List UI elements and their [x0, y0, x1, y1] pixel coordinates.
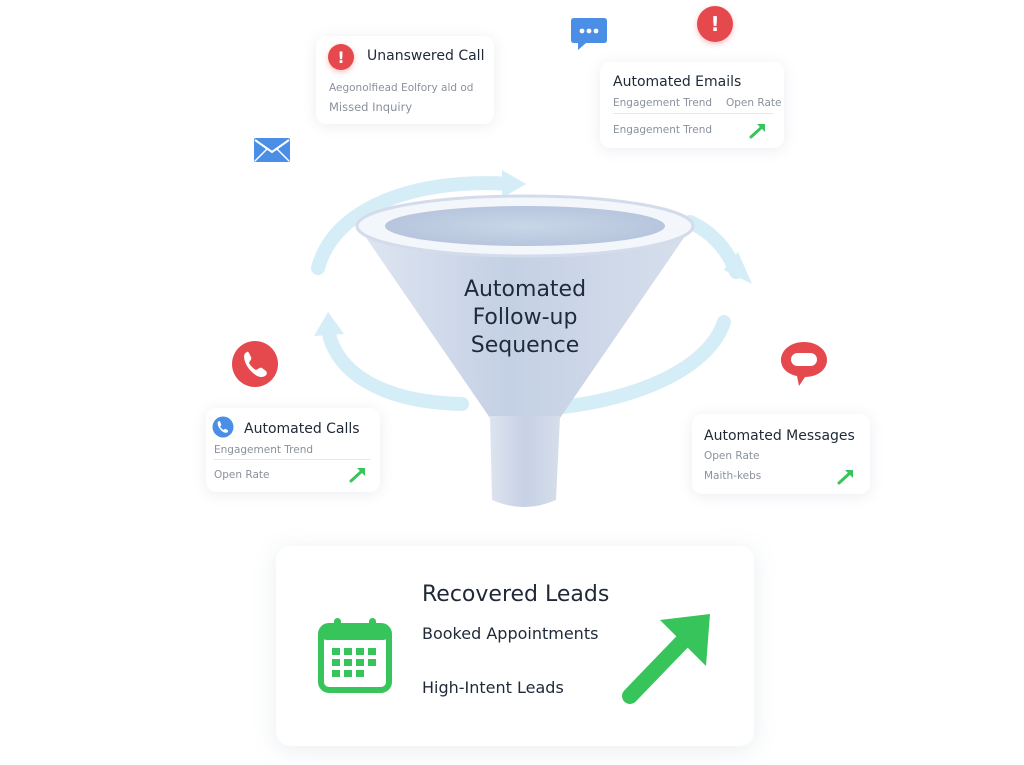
card-subtext: Aegonolfiead Eolfory ald od: [329, 82, 474, 94]
trend-up-arrow-icon: [837, 470, 853, 485]
message-bubble-icon: [781, 342, 827, 386]
automated-emails-card: Automated Emails Engagement Trend Open R…: [600, 62, 784, 148]
cycle-arrowhead-right-top: [724, 252, 752, 284]
funnel-cone: [358, 226, 692, 418]
exclamation-icon: !: [697, 6, 733, 42]
funnel-label-line3: Sequence: [470, 333, 580, 358]
phone-icon: [212, 416, 234, 438]
card-subtext: Engagement Trend: [613, 124, 713, 136]
cycle-arrow-top: [311, 176, 517, 275]
card-subtext: Open Rate: [214, 469, 270, 481]
trend-up-arrow-icon: [749, 124, 765, 139]
phone-icon: [232, 341, 278, 387]
calendar-icon: [318, 618, 392, 693]
automated-messages-card: Automated Messages Open Rate Maith-kebs: [692, 414, 870, 494]
card-divider: [613, 113, 773, 114]
cycle-arrowhead-left: [314, 312, 344, 336]
recovered-leads-card: Recovered Leads Booked Appointments High…: [276, 546, 754, 746]
funnel-label-line2: Follow-up: [472, 305, 578, 330]
funnel-opening: [385, 206, 665, 246]
result-item-high-intent-leads: High-Intent Leads: [422, 678, 564, 697]
unanswered-call-card: ! Unanswered Call Aegonolfiead Eolfory a…: [316, 36, 494, 124]
cycle-arrow-left: [321, 323, 469, 411]
funnel-stem: [490, 416, 560, 507]
result-item-booked-appointments: Booked Appointments: [422, 624, 599, 643]
cycle-arrows: [311, 176, 743, 417]
trend-up-arrow-icon: [349, 468, 365, 483]
card-subtext: Open Rate: [704, 450, 760, 462]
cycle-arrowhead-top: [502, 170, 526, 198]
funnel-label-line1: Automated: [463, 277, 587, 302]
automated-calls-card: Automated Calls Engagement Trend Open Ra…: [206, 408, 380, 492]
exclamation-icon: !: [328, 44, 354, 70]
trend-up-arrow-icon: [622, 614, 710, 704]
card-subtext: Engagement Trend: [214, 444, 314, 456]
card-title: Automated Emails: [613, 74, 742, 90]
card-title: Automated Messages: [704, 428, 855, 444]
funnel-label: Automated Follow-up Sequence: [424, 276, 626, 360]
result-title: Recovered Leads: [422, 582, 610, 607]
card-subtext: Maith-kebs: [704, 470, 762, 482]
card-subtext: Open Rate: [726, 97, 782, 109]
card-title: Unanswered Call: [367, 48, 485, 64]
card-title: Automated Calls: [244, 421, 360, 437]
card-divider: [214, 459, 370, 460]
chat-bubble-icon: [571, 18, 607, 50]
envelope-icon: [254, 138, 290, 162]
card-subtext: Engagement Trend: [613, 97, 713, 109]
card-subtext: Missed Inquiry: [329, 100, 413, 114]
